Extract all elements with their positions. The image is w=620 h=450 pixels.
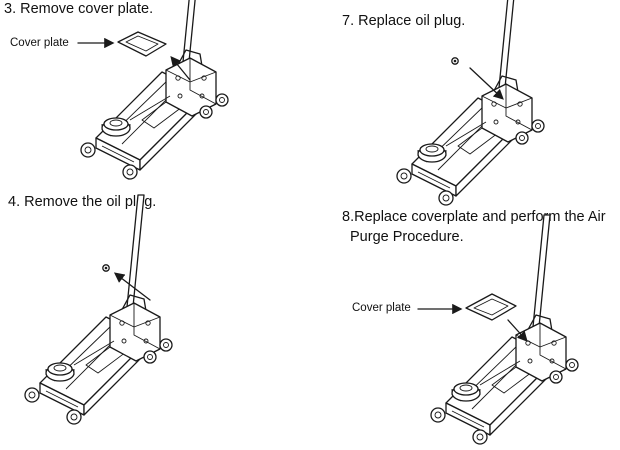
step-4-title: 4. Remove the oil plug. [8,194,157,210]
step-8-title-line1: 8.Replace coverplate and perform the Air [342,209,606,225]
step-8-title-line2: Purge Procedure. [350,229,464,245]
oil-plug-icon-step4 [102,264,110,272]
jack-figure-step7 [396,0,545,206]
oil-plug-arrow-step7 [469,67,504,100]
jack-figure-step3 [80,0,229,180]
cover-plate-label-step3: Cover plate [10,37,69,49]
cover-plate-label-step8: Cover plate [352,302,411,314]
cover-plate-illustration-step3 [117,31,167,57]
jack-figure-step4 [24,194,173,425]
step-3-title: 3. Remove cover plate. [4,1,154,17]
lift-arrow-step3 [170,55,191,81]
oil-plug-icon-step7 [451,57,459,65]
install-arrow-step8 [507,319,528,342]
oil-plug-arrow-step4 [113,272,151,301]
jack-figure-step8 [430,214,579,445]
step-7-title: 7. Replace oil plug. [342,13,466,29]
cover-plate-illustration-step8 [465,293,517,321]
